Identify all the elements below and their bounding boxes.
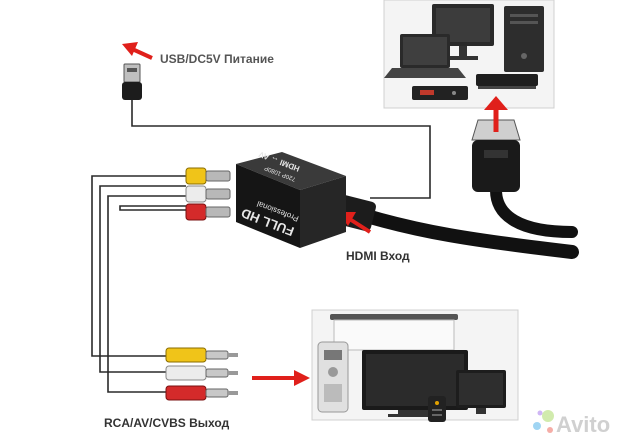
- game-console-icon: [476, 74, 538, 89]
- rca-plug-red-bottom: [165, 385, 238, 401]
- projector-screen-icon: [330, 314, 458, 351]
- source-devices: [383, 0, 555, 109]
- rca-plug-red-top: [185, 203, 231, 221]
- usb-plug-icon: [122, 63, 142, 100]
- converter-box-icon: FULL HD Professional 720P 1080P HDMI ↔ A…: [236, 149, 346, 248]
- avito-logo-icon: [533, 410, 554, 433]
- rca-plug-white-bottom: [165, 365, 238, 381]
- watermark: Avito: [556, 412, 611, 437]
- hdmi-input-label: HDMI Вход: [346, 249, 410, 263]
- rca-out-arrow-icon: [252, 370, 310, 386]
- monitor-icon: [456, 370, 506, 414]
- usb-arrow-icon: [122, 42, 153, 60]
- wires: [91, 98, 431, 393]
- rca-wire-red: [107, 195, 186, 393]
- rca-plug-yellow-top: [185, 167, 231, 185]
- display-devices: [311, 309, 519, 422]
- laptop-icon: [384, 34, 466, 78]
- tv-icon: [362, 350, 468, 417]
- rca-wire-yellow: [91, 175, 186, 357]
- usb-power-label: USB/DC5V Питание: [160, 52, 274, 66]
- remote-control-icon: [317, 341, 349, 413]
- handheld-remote-icon: [428, 396, 446, 422]
- set-top-box-icon: [412, 86, 468, 100]
- hdmi-cable-top: [490, 184, 578, 238]
- hdmi-up-arrow-icon: [484, 96, 508, 132]
- hdmi-cable: [353, 207, 579, 259]
- converter-side: [300, 176, 346, 248]
- usb-wire: [131, 98, 431, 199]
- rca-wire-loop: [119, 205, 186, 211]
- rca-plug-white-top: [185, 185, 231, 203]
- converter-top: [236, 152, 346, 190]
- rca-plug-icon: [185, 167, 231, 221]
- rca-plug-yellow-bottom: [165, 347, 238, 363]
- rca-output-label: RCA/AV/CVBS Выход: [104, 416, 230, 430]
- rca-output-plugs: [165, 347, 238, 401]
- rca-wire-white: [99, 185, 186, 373]
- converter-front: [236, 164, 300, 248]
